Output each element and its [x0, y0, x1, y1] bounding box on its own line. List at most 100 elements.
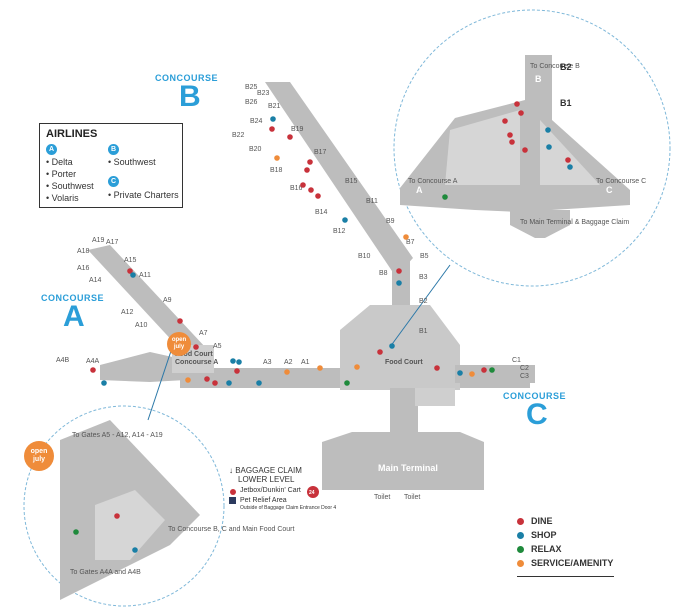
badge-24-icon [307, 486, 319, 498]
legend-item-shop: SHOP [517, 530, 557, 540]
inset-a-label-bottom: To Gates A4A and A4B [70, 569, 141, 576]
dine-poi-dot[interactable] [269, 126, 275, 132]
dine-poi-dot[interactable] [308, 187, 314, 193]
gate-label-b24: B24 [250, 118, 263, 125]
service-amenity-poi-dot[interactable] [185, 377, 191, 383]
airline-badge-b: B [108, 144, 119, 155]
inset-b-gate-b1: B1 [560, 98, 572, 108]
shop-poi-dot[interactable] [236, 359, 242, 365]
dine-poi-dot[interactable] [304, 167, 310, 173]
shop-poi-dot[interactable] [545, 127, 551, 133]
dine-poi-dot[interactable] [565, 157, 571, 163]
gate-label-b11: B11 [366, 198, 378, 205]
open-july-badge: open july [167, 332, 191, 356]
gate-label-a14: A14 [89, 277, 102, 284]
food-court-label: Food Court [385, 359, 423, 366]
relax-poi-dot[interactable] [489, 367, 495, 373]
inset-b-letter-a: A [416, 185, 423, 195]
gate-label-c2: C2 [520, 365, 529, 372]
dine-poi-dot[interactable] [507, 132, 513, 138]
gate-label-b5: B5 [420, 253, 429, 260]
terminal-connector [390, 388, 418, 438]
dine-poi-dot[interactable] [127, 268, 133, 274]
service-amenity-poi-dot[interactable] [469, 371, 475, 377]
service-amenity-poi-dot[interactable] [274, 155, 280, 161]
legend-label: RELAX [531, 544, 562, 554]
relax-poi-dot[interactable] [442, 194, 448, 200]
main-terminal-label: Main Terminal [378, 463, 438, 473]
shop-poi-dot[interactable] [101, 380, 107, 386]
shop-poi-dot[interactable] [342, 217, 348, 223]
dine-poi-dot[interactable] [114, 513, 120, 519]
dine-poi-dot[interactable] [509, 139, 515, 145]
dine-poi-dot[interactable] [522, 147, 528, 153]
baggage-heading-1: ↓ BAGGAGE CLAIM [229, 466, 302, 475]
service-amenity-poi-dot[interactable] [403, 234, 409, 240]
dine-poi-dot[interactable] [234, 368, 240, 374]
service-amenity-poi-dot[interactable] [284, 369, 290, 375]
dine-poi-dot[interactable] [193, 344, 199, 350]
service-amenity-poi-dot[interactable] [354, 364, 360, 370]
dine-poi-dot[interactable] [514, 101, 520, 107]
shop-poi-dot[interactable] [256, 380, 262, 386]
service-amenity-poi-dot[interactable] [317, 365, 323, 371]
relax-poi-dot[interactable] [344, 380, 350, 386]
dine-poi-dot[interactable] [90, 367, 96, 373]
shop-poi-dot[interactable] [396, 280, 402, 286]
gate-label-b17: B17 [314, 149, 327, 156]
jetbox-label: Jetbox/Dunkin' Cart [240, 487, 301, 494]
dine-poi-dot[interactable] [481, 367, 487, 373]
dine-poi-dot[interactable] [518, 110, 524, 116]
relax-poi-dot[interactable] [73, 529, 79, 535]
shop-poi-dot[interactable] [457, 370, 463, 376]
gate-label-a5: A5 [213, 343, 222, 350]
legend-label: SHOP [531, 530, 557, 540]
concourse-b-word: CONCOURSE [155, 73, 219, 83]
airlines-box: AIRLINES A Delta Porter Southwest Volari… [39, 123, 183, 208]
dine-poi-dot[interactable] [287, 134, 293, 140]
gate-label-a4a: A4A [86, 358, 100, 365]
shop-poi-dot[interactable] [230, 358, 236, 364]
airline-item: Southwest [46, 181, 94, 191]
gate-label-b23: B23 [257, 90, 270, 97]
dine-poi-dot[interactable] [177, 318, 183, 324]
gate-label-a3: A3 [263, 359, 272, 366]
airline-item: Private Charters [108, 190, 179, 200]
dine-poi-dot[interactable] [315, 193, 321, 199]
shop-poi-dot[interactable] [130, 272, 136, 278]
shop-poi-dot[interactable] [226, 380, 232, 386]
inset-b-label-a: To Concourse A [408, 178, 458, 185]
shop-poi-dot[interactable] [567, 164, 573, 170]
dine-poi-dot[interactable] [396, 268, 402, 274]
dine-poi-dot[interactable] [377, 349, 383, 355]
dine-poi-dot[interactable] [300, 182, 306, 188]
gate-label-b2: B2 [419, 298, 428, 305]
baggage-heading-2: LOWER LEVEL [238, 475, 295, 484]
dine-dot-icon [517, 518, 524, 526]
gate-label-b12: B12 [333, 228, 346, 235]
dine-poi-dot[interactable] [434, 365, 440, 371]
inset-b-lower [510, 210, 570, 238]
concourse-c-letter: C [526, 398, 548, 431]
inset-a-label-right: To Concourse B, C and Main Food Court [168, 526, 295, 533]
gate-label-b16: B16 [290, 185, 303, 192]
gate-label-b9: B9 [386, 218, 395, 225]
legend-item-relax: RELAX [517, 544, 562, 554]
point-of-interest-dots [73, 101, 573, 553]
gate-label-b3: B3 [419, 274, 428, 281]
shop-poi-dot[interactable] [132, 547, 138, 553]
shop-poi-dot[interactable] [270, 116, 276, 122]
shop-poi-dot[interactable] [389, 343, 395, 349]
gate-label-a18: A18 [77, 248, 90, 255]
gate-label-a19: A19 [92, 237, 105, 244]
concourse-a-arm [88, 245, 206, 360]
inset-b-label-c: To Concourse C [596, 178, 646, 185]
dine-poi-dot[interactable] [204, 376, 210, 382]
dine-poi-dot[interactable] [212, 380, 218, 386]
inset-b-letter-c: C [606, 185, 613, 195]
dine-poi-dot[interactable] [502, 118, 508, 124]
dine-poi-dot[interactable] [307, 159, 313, 165]
inset-b-gate-b2: B2 [560, 62, 572, 72]
gate-label-c1: C1 [512, 357, 521, 364]
shop-poi-dot[interactable] [546, 144, 552, 150]
